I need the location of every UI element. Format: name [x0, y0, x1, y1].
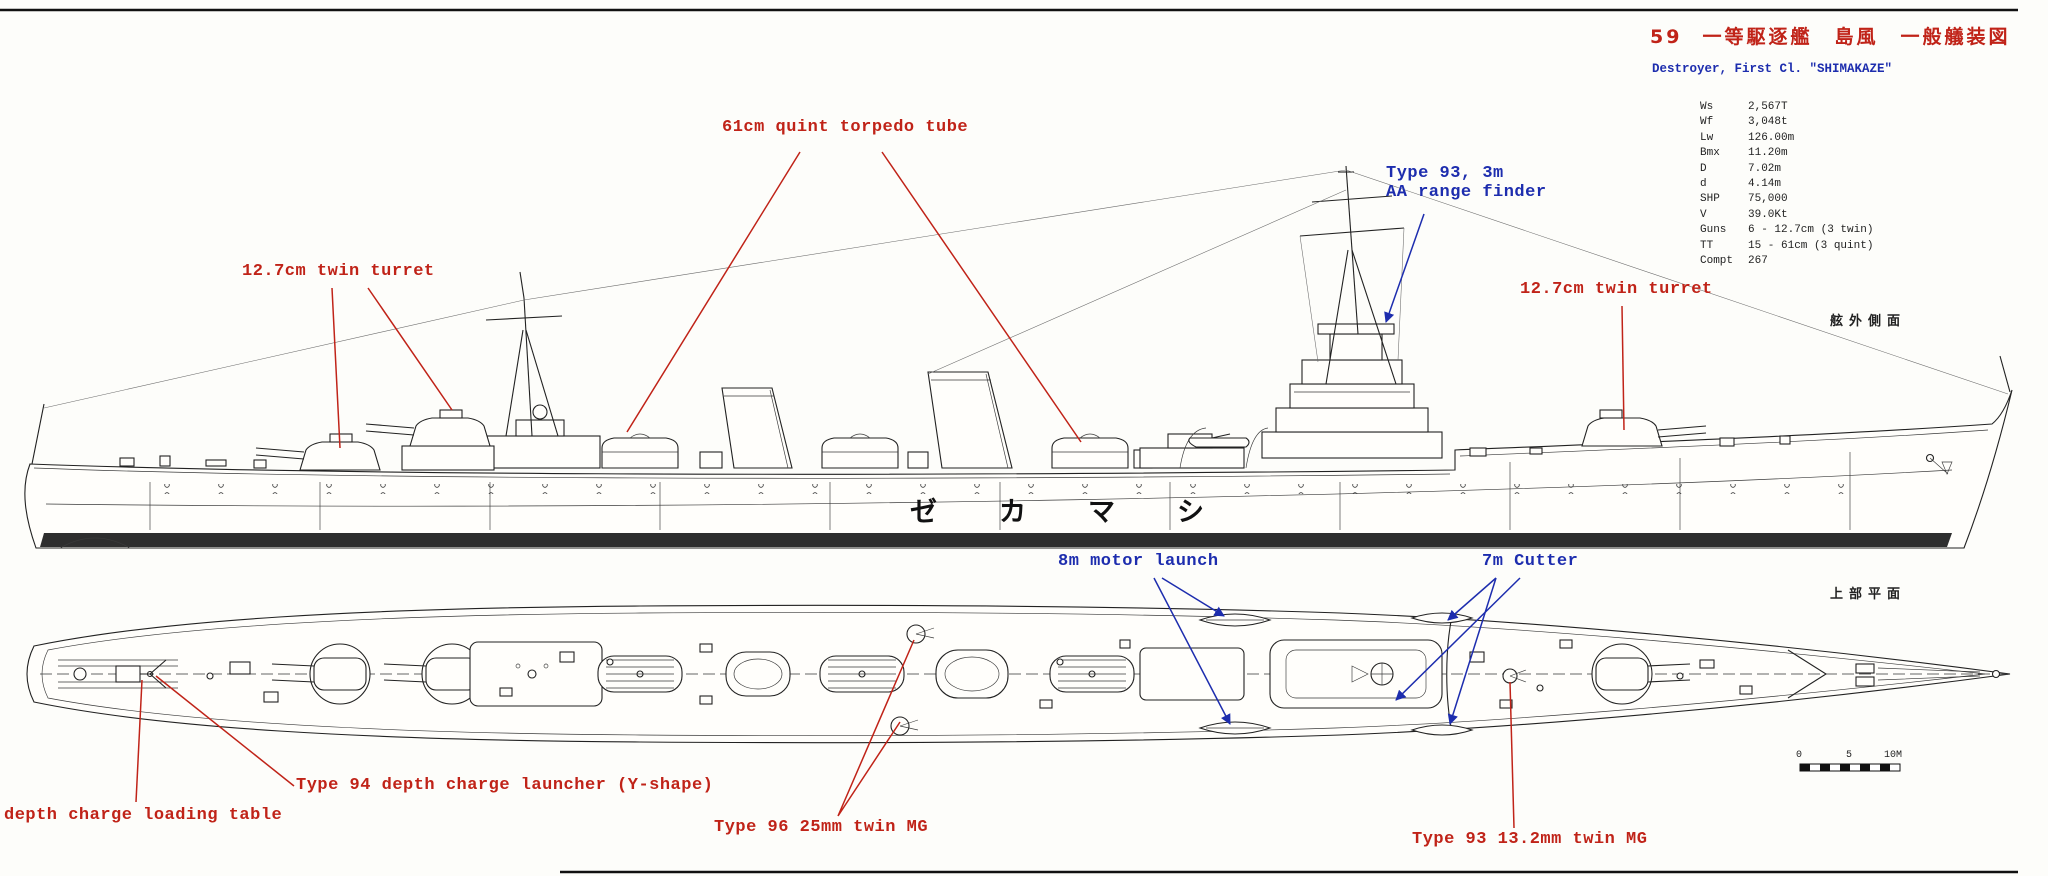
aa-range-finder: [1317, 323, 1395, 335]
scale-zero: 0: [1796, 750, 1803, 761]
scale-bar: [1799, 763, 1901, 772]
drawing-title: 59 一等駆逐艦 島風 一般艤装図: [1650, 22, 2010, 49]
foremast: [1299, 165, 1405, 385]
waterline-band: [40, 533, 1952, 547]
annotation-range-finder: Type 93, 3m AA range finder: [1386, 164, 1547, 202]
sheet-border: [0, 8, 2018, 874]
annotation-mg13: Type 93 13.2mm twin MG: [1412, 830, 1648, 849]
annotation-mg25: Type 96 25mm twin MG: [714, 818, 929, 837]
hawse-pipe: [1925, 453, 1935, 463]
rigging: [43, 169, 2009, 409]
plan-view-drawing: [26, 604, 2011, 744]
boats-side: [1179, 427, 1269, 469]
torpedo-mount-2-side: [821, 433, 899, 469]
annotation-torpedo-tube: 61cm quint torpedo tube: [722, 118, 969, 137]
deck-fittings-plan: [206, 639, 1753, 709]
annotation-motor-launch: 8m motor launch: [1058, 552, 1219, 571]
fore-funnel: [927, 371, 1013, 469]
bow-gear-plan: [1787, 649, 2001, 699]
leader-lines-red: [135, 151, 1625, 829]
forward-turret-plan: [1591, 643, 1691, 705]
annotation-dc-launcher: Type 94 depth charge launcher (Y-shape): [296, 776, 714, 795]
aft-funnel: [721, 387, 793, 469]
plan-view-label: 上部平面: [1830, 587, 1907, 602]
hull-name-katakana: ゼ カ マ シ: [910, 497, 1204, 528]
torpedo-mount-1-side: [1051, 433, 1129, 469]
shelter-deck-plan: [1139, 647, 1245, 701]
jack-staff: [1999, 355, 2011, 393]
aft-turrets-plan: [271, 643, 483, 705]
leader-lines-blue: [1153, 213, 1521, 726]
torpedo-mount-3-side: [601, 433, 679, 469]
annotation-turret-left: 12.7cm twin turret: [242, 262, 435, 281]
aft-turret-raised: [365, 409, 495, 471]
sheet-number: 59: [1650, 26, 1683, 48]
deck-fittings-side: [119, 435, 1791, 469]
scale-five: 5: [1846, 750, 1853, 761]
side-view-label: 舷外側面: [1830, 314, 1907, 329]
scale-ten: 10M: [1884, 750, 1903, 761]
funnels-plan: [725, 649, 1009, 699]
shelter-deck: [1139, 447, 1245, 469]
breakwater: [1787, 649, 1828, 699]
title-english: Destroyer, First Cl. "SHIMAKAZE": [1652, 62, 1893, 76]
forward-turret-side: [1581, 409, 1707, 447]
mainmast: [485, 271, 563, 437]
capstan: [73, 667, 87, 681]
annotation-dc-table: depth charge loading table: [4, 806, 283, 825]
side-elevation-drawing: [24, 165, 2013, 549]
title-japanese: 一等駆逐艦 島風 一般艤装図: [1702, 26, 2011, 48]
dc-loading-table-plan: [115, 665, 141, 683]
aft-turret-lower: [255, 433, 381, 471]
bridge-plan: [1269, 639, 1443, 709]
searchlight: [532, 404, 548, 420]
ensign-staff: [31, 403, 45, 465]
anchor: [1929, 457, 1953, 475]
propeller-guard: [59, 537, 131, 549]
torpedo-mounts-plan: [597, 655, 1135, 693]
porthole-row: [130, 484, 1890, 494]
bridge-structure: [1261, 323, 1443, 459]
annotation-turret-right: 12.7cm twin turret: [1520, 280, 1713, 299]
annotation-cutter: 7m Cutter: [1482, 552, 1579, 571]
